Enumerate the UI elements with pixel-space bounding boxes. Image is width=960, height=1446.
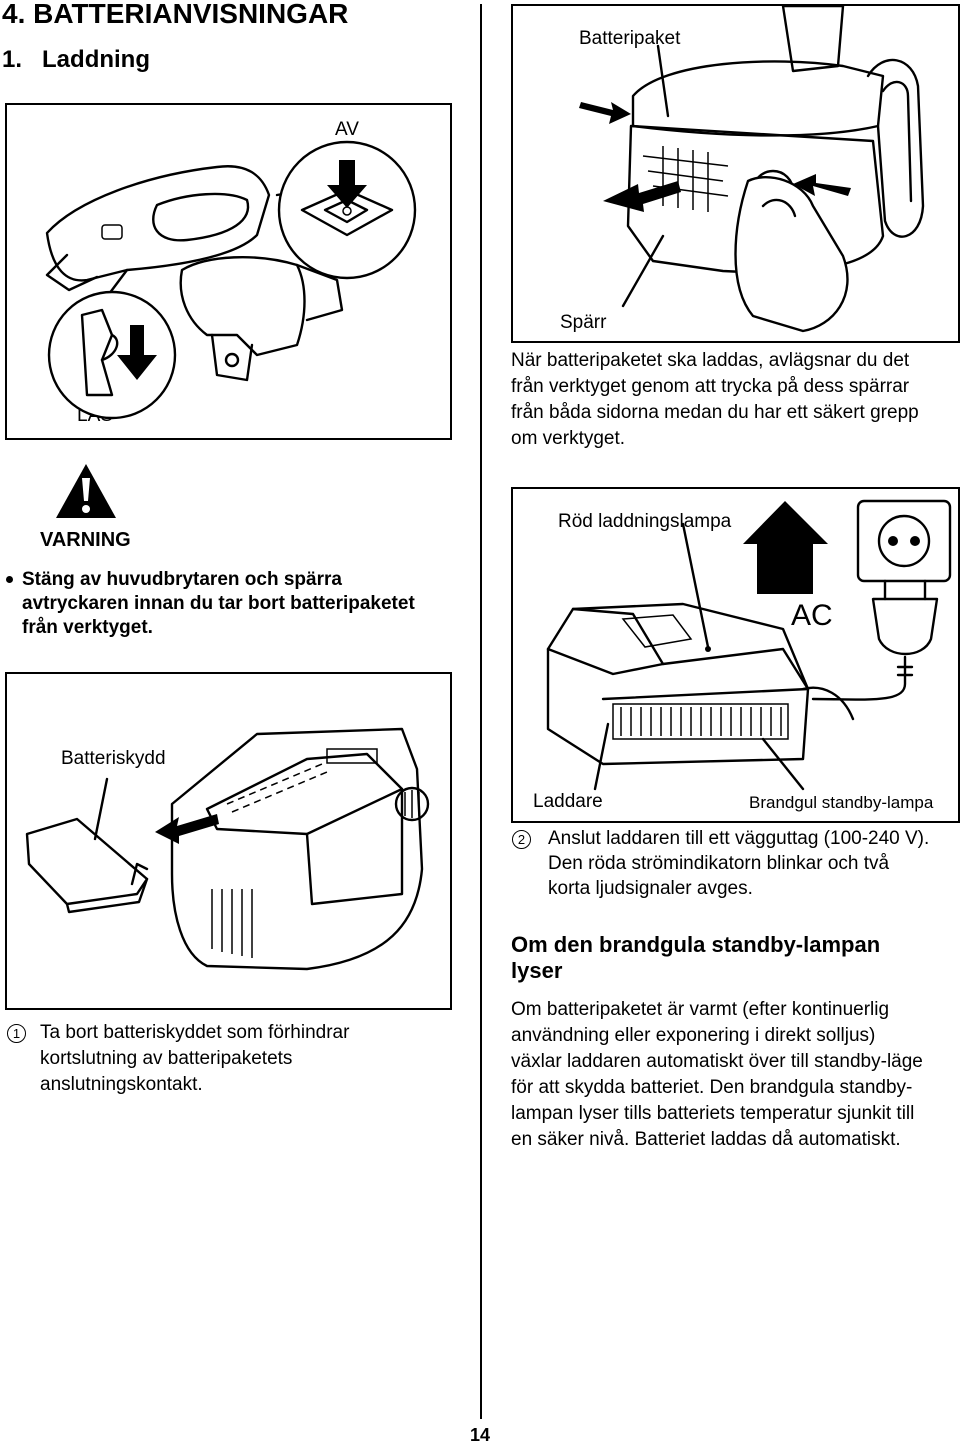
charger-illustration [546,499,952,791]
label-ac: AC [791,599,833,632]
section-heading: 4. BATTERIANVISNINGAR [2,0,349,29]
step-number: 1 [7,1024,26,1043]
battery-cover-illustration [25,727,430,971]
step-line: Ta bort batteriskyddet som förhindrar [40,1022,350,1043]
step-line: korta ljudsignaler avges. [548,878,753,899]
removal-text: När batteripaketet ska laddas, avlägsnar… [511,348,919,452]
standby-line: en säker nivå. Batteriet laddas då autom… [511,1129,901,1150]
step-line: anslutningskontakt. [40,1074,203,1095]
removal-line: När batteripaketet ska laddas, avlägsnar… [511,350,910,371]
figure-tool-switch: AV LÅS [5,103,452,440]
step-number: 2 [512,830,531,849]
warning-line: Stäng av huvudbrytaren och spärra [22,569,342,590]
removal-line: från verktyget genom att trycka på dess … [511,376,910,397]
standby-heading: Om den brandgula standby-lampan lyser [511,932,880,984]
label-standby-lamp: Brandgul standby-lampa [749,793,934,812]
standby-line: för att skydda batteriet. Den brandgula … [511,1077,913,1098]
removal-line: från båda sidorna medan du har ett säker… [511,402,919,423]
label-battery-pack: Batteripaket [579,28,681,49]
label-off: AV [335,119,359,140]
standby-text: Om batteripaketet är varmt (efter kontin… [511,997,923,1153]
standby-line: lampan lyser tills batteriets temperatur… [511,1103,915,1124]
warning-line: avtryckaren innan du tar bort batteripak… [22,593,415,614]
label-battery-cover: Batteriskydd [61,748,166,769]
warning-icon [56,464,116,518]
figure-charger: Röd laddningslampa AC Laddare Brandgul s… [511,487,960,823]
label-latch: Spärr [560,312,607,333]
standby-line: Om batteripaketet är varmt (efter kontin… [511,999,890,1020]
bullet [6,576,13,583]
warning-line: från verktyget. [22,617,153,638]
standby-heading-line: Om den brandgula standby-lampan [511,932,881,957]
removal-line: om verktyget. [511,428,626,449]
figure-battery-pack: Batteripaket Spärr [511,4,960,343]
warning-text: Stäng av huvudbrytaren och spärra avtryc… [4,568,415,640]
standby-line: växlar laddaren automatiskt över till st… [511,1051,923,1072]
standby-line: användning eller exponering i direkt sol… [511,1025,876,1046]
standby-heading-line: lyser [511,958,563,983]
label-charger: Laddare [533,791,603,812]
step-line: Den röda strömindikatorn blinkar och två [548,853,890,874]
battery-pack-illustration [579,4,925,333]
page-number: 14 [470,1425,491,1445]
warning-title: VARNING [40,529,131,551]
step-1: 1 Ta bort batteriskyddet som förhindrar … [4,1020,349,1098]
tool-illustration [45,140,417,420]
label-red-lamp: Röd laddningslampa [558,511,732,532]
column-divider [480,4,482,1419]
step-line: kortslutning av batteripaketets [40,1048,293,1069]
figure-battery-cover: Batteriskydd [5,672,452,1010]
section-subheading: 1. Laddning [2,46,150,73]
step-2: 2 Anslut laddaren till ett vägguttag (10… [511,826,929,901]
step-line: Anslut laddaren till ett vägguttag (100-… [548,828,930,849]
